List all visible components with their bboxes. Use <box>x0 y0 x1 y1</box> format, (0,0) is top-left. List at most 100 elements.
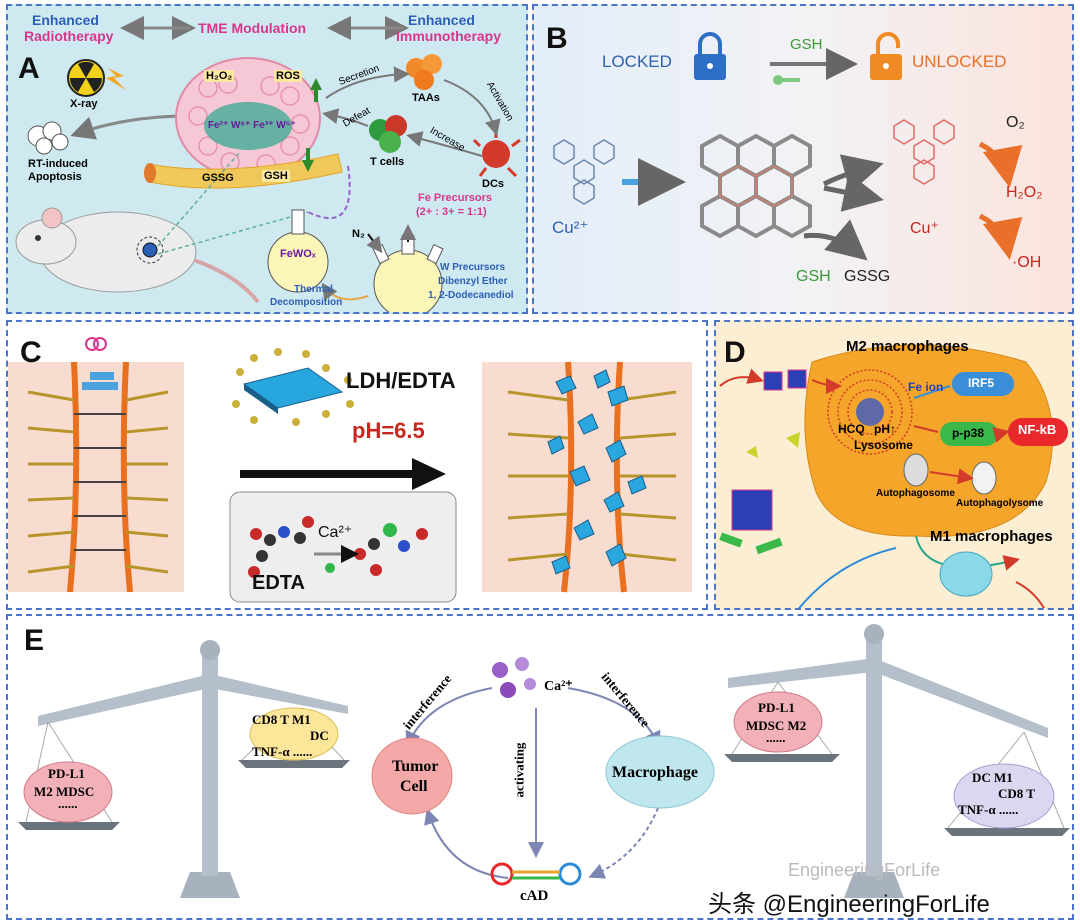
autophagosome-label: Autophagosome <box>876 488 955 499</box>
fewox-label: FeWOₓ <box>280 248 316 260</box>
unlocked-label: UNLOCKED <box>912 52 1007 71</box>
tumor-label: Tumor <box>392 758 439 775</box>
big-arrow-head <box>412 458 446 490</box>
right-balance <box>724 624 1070 898</box>
enhanced-immuno-label: Enhanced <box>408 12 475 28</box>
panel-a-graphics <box>15 16 521 312</box>
panel-c-graphics <box>8 337 692 603</box>
dcs-label: DCs <box>482 178 505 190</box>
fe-ratio-label: (2+ : 3+ = 1:1) <box>416 206 487 218</box>
ca-label: Ca²⁺ <box>544 679 573 694</box>
left-high-cd8-m1: CD8 T M1 <box>252 712 311 727</box>
irf5-badge <box>952 372 1014 396</box>
edta-molecule <box>248 516 314 578</box>
lysosome-label: Lysosome <box>854 438 913 452</box>
p-p38-label: p-p38 <box>952 426 985 440</box>
cad-molecule <box>490 862 582 886</box>
apoptosis-cells-icon <box>27 121 69 155</box>
tcells-label: T cells <box>370 156 405 168</box>
p-p38-badge <box>940 422 998 446</box>
autophagolysome-label: Autophagolysome <box>956 498 1044 509</box>
taas-icon <box>406 54 442 90</box>
cad-label: cAD <box>520 888 549 904</box>
ldh-edta-label: LDH/EDTA <box>346 368 456 393</box>
immunotherapy-label: Immunotherapy <box>396 28 502 44</box>
tme-label: TME Modulation <box>198 20 307 36</box>
panel-e-graphics <box>18 624 1070 898</box>
watermark-faint: EngineeringForLife <box>788 860 941 880</box>
activating-label: activating <box>511 742 527 798</box>
ph-label: pH↑ <box>874 422 896 436</box>
macrophage-cell <box>605 735 715 809</box>
autophagosome-icon <box>903 453 929 487</box>
h2o2-label: H₂O₂ <box>204 70 235 82</box>
m2-label: M2 macrophages <box>846 338 969 355</box>
panel-c: C LDH/EDTA pH=6.5 Ca²⁺ EDTA <box>6 320 708 610</box>
gsh-key-label: GSH <box>790 36 823 53</box>
gsh-label: GSH <box>796 268 831 285</box>
autophagolysome-icon <box>971 461 997 495</box>
ph-label: pH=6.5 <box>352 418 425 443</box>
panel-b-graphics <box>553 32 1023 261</box>
apoptosis-label: Apoptosis <box>28 171 82 183</box>
xray-label: X-ray <box>70 98 98 110</box>
right-high-pdl1: PD-L1 <box>758 700 795 715</box>
rt-label: RT-induced <box>28 158 88 170</box>
panel-letter: B <box>546 22 568 55</box>
cu2-label: Cu²⁺ <box>552 218 589 237</box>
o2-label: O₂ <box>1006 114 1025 131</box>
ldh-sheet <box>232 348 354 426</box>
cu-plus-label: Cu⁺ <box>910 220 939 237</box>
left-balance <box>18 640 350 898</box>
hcq-label: HCQ <box>838 422 865 436</box>
tissue-left <box>8 362 184 592</box>
right-low-dc-m1: DC M1 <box>972 770 1013 785</box>
panel-letter: E <box>24 624 45 657</box>
n2-label: N₂ <box>352 228 365 240</box>
h2o2-label: H₂O₂ <box>1006 184 1043 201</box>
m1-label: M1 macrophages <box>930 528 1053 545</box>
right-high-dots: ...... <box>766 730 786 745</box>
tumor-cell <box>371 737 453 815</box>
gssg-label: GSSG <box>844 268 891 285</box>
reaction-flask <box>372 235 444 312</box>
edta-label: EDTA <box>252 572 305 594</box>
taas-label: TAAs <box>412 92 440 104</box>
ligand-molecule-left <box>553 139 615 205</box>
panel-d: D M2 macrophages Fe ion IRF5 HCQ pH↑ Lys… <box>714 320 1074 610</box>
m1-macrophage-cell <box>939 551 993 597</box>
lock-closed-icon <box>694 32 726 80</box>
cell-label: Cell <box>400 778 428 795</box>
fe-precursors-label: Fe Precursors <box>418 192 492 204</box>
decomposition-label: Decomposition <box>270 297 343 308</box>
gsh-label: GSH <box>262 170 290 182</box>
right-high-mdsc-m2: MDSC M2 <box>746 718 807 733</box>
nanoparticle-cubes <box>731 369 807 531</box>
nf-kb-label: NF-kB <box>1018 422 1057 437</box>
dibenzyl-label: Dibenzyl Ether <box>438 276 508 287</box>
feWox-flask <box>267 209 329 293</box>
nf-kb-badge <box>1008 418 1068 446</box>
radiotherapy-label: Radiotherapy <box>24 28 114 44</box>
left-low-m2-mdsc: M2 MDSC <box>34 784 95 799</box>
right-low-tnf: TNF-α ...... <box>958 802 1019 817</box>
panel-b: B LOCKED GSH UNLOCKED Cu²⁺ O₂ H₂O₂ Cu⁺ ·… <box>532 4 1074 314</box>
panel-letter: C <box>20 336 42 369</box>
irf5-label: IRF5 <box>968 376 995 390</box>
lock-open-icon <box>870 32 902 80</box>
ca-label: Ca²⁺ <box>318 524 353 541</box>
gssg-label: GSSG <box>202 172 234 184</box>
fe-w-label: Fe²⁺ W⁶⁺ Fe³⁺ W⁵⁺ <box>208 120 296 131</box>
locked-label: LOCKED <box>602 52 672 71</box>
enhanced-radio-label: Enhanced <box>32 12 99 28</box>
ligand-molecule-right <box>893 119 955 185</box>
panel-letter: A <box>18 52 40 85</box>
watermark-main: 头条 @EngineeringForLife <box>708 891 990 918</box>
key-icon <box>773 75 800 85</box>
macrophage-label: Macrophage <box>612 764 698 781</box>
oh-label: ·OH <box>1012 254 1042 271</box>
dcs-icon <box>472 130 521 178</box>
panel-e: E Ca²⁺ interference interference activat… <box>6 614 1074 920</box>
w-precursors-label: W Precursors <box>440 262 506 273</box>
panel-a: A Enhanced Radiotherapy TME Modulation E… <box>6 4 528 314</box>
